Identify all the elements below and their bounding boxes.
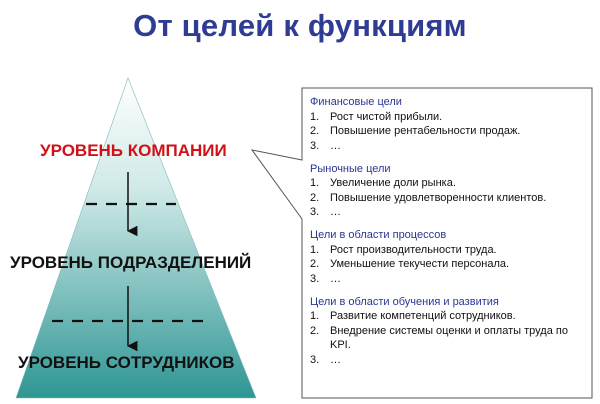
- pyramid-shape: [15, 77, 257, 399]
- goal-section-processes: Цели в области процессов 1. Рост производ…: [310, 228, 584, 286]
- list-item: 3. …: [310, 353, 584, 368]
- list-item: 2. Уменьшение текучести персонала.: [310, 257, 584, 272]
- item-number: 3.: [310, 353, 320, 366]
- list-item: 2. Внедрение системы оценки и оплаты труд…: [310, 324, 584, 353]
- item-number: 3.: [310, 206, 320, 219]
- list-item: 1. Увеличение доли рынка.: [310, 176, 584, 191]
- item-text: …: [330, 206, 341, 219]
- item-text: Рост чистой прибыли.: [330, 110, 443, 123]
- item-number: 2.: [310, 258, 320, 271]
- list-item: 2. Повышение удовлетворенности клиентов.: [310, 191, 584, 206]
- item-number: 2.: [310, 324, 320, 337]
- goals-list: Финансовые цели 1. Рост чистой прибыли. 2…: [302, 88, 592, 398]
- list-item: 1. Развитие компетенций сотрудников.: [310, 309, 584, 324]
- item-number: 3.: [310, 272, 320, 285]
- level-company-label: УРОВЕНЬ КОМПАНИИ: [40, 141, 227, 160]
- section-title: Финансовые цели: [310, 96, 402, 108]
- page-title: От целей к функциям: [133, 8, 467, 43]
- item-text: Рост производительности труда.: [330, 243, 497, 256]
- item-text: Повышение рентабельности продаж.: [330, 125, 521, 137]
- item-text: Внедрение системы оценки и оплаты труда …: [330, 324, 568, 352]
- section-title: Рыночные цели: [310, 162, 391, 175]
- item-text: …: [330, 139, 341, 152]
- item-text: Уменьшение текучести персонала.: [330, 258, 510, 271]
- list-item: 1. Рост чистой прибыли.: [310, 110, 584, 125]
- item-number: 1.: [310, 110, 320, 123]
- level-departments-label: УРОВЕНЬ ПОДРАЗДЕЛЕНИЙ: [10, 253, 252, 272]
- item-number: 1.: [310, 310, 320, 323]
- section-title: Цели в области обучения и развития: [310, 295, 499, 308]
- level-employees-label: УРОВЕНЬ СОТРУДНИКОВ: [18, 353, 235, 372]
- list-item: 1. Рост производительности труда.: [310, 243, 584, 258]
- item-text: Повышение удовлетворенности клиентов.: [330, 191, 547, 204]
- goal-section-financial: Финансовые цели 1. Рост чистой прибыли. 2…: [310, 95, 584, 153]
- item-number: 2.: [310, 125, 320, 137]
- list-item: 3. …: [310, 139, 584, 154]
- item-number: 2.: [310, 191, 320, 204]
- list-item: 2. Повышение рентабельности продаж.: [310, 124, 584, 139]
- item-text: Увеличение доли рынка.: [330, 177, 456, 190]
- list-item: 3. …: [310, 205, 584, 220]
- item-number: 1.: [310, 243, 320, 256]
- goal-section-learning: Цели в области обучения и развития 1. Раз…: [310, 295, 584, 368]
- item-number: 3.: [310, 139, 320, 152]
- callout-box: [250, 87, 593, 399]
- list-item: 3. …: [310, 272, 584, 287]
- item-text: …: [330, 272, 341, 285]
- item-text: …: [330, 353, 341, 366]
- item-number: 1.: [310, 177, 320, 190]
- section-title: Цели в области процессов: [310, 229, 447, 242]
- item-text: Развитие компетенций сотрудников.: [330, 310, 516, 323]
- goal-section-market: Рыночные цели 1. Увеличение доли рынка. 2…: [310, 162, 584, 220]
